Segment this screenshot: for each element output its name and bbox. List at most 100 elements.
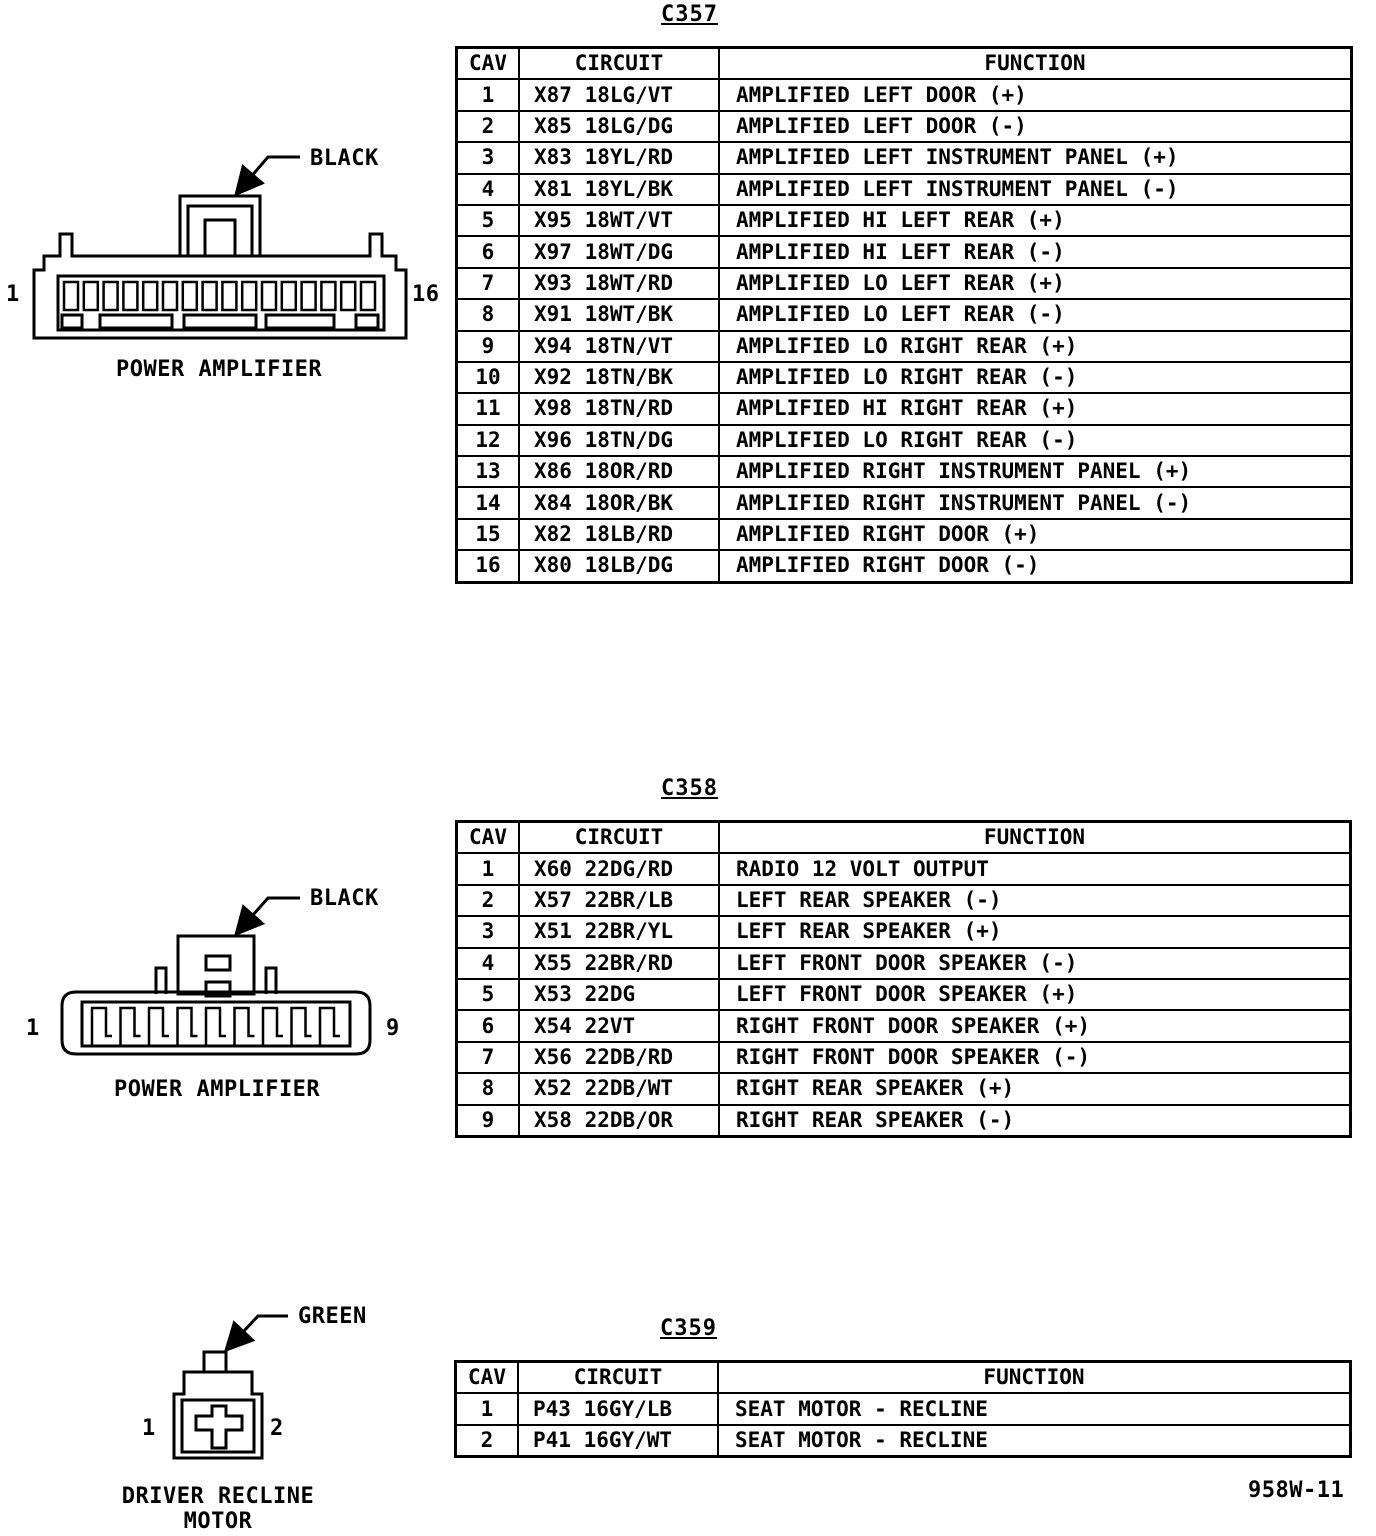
- cell-cav: 8: [455, 298, 520, 332]
- cell-cav: 8: [455, 1072, 520, 1106]
- table-header-row: CAV CIRCUIT FUNCTION: [455, 46, 1353, 81]
- cell-circuit: X80 18LB/DG: [518, 549, 720, 584]
- c357-title: C357: [661, 2, 718, 27]
- cell-circuit: X52 22DB/WT: [518, 1072, 720, 1106]
- cell-cav: 4: [455, 172, 520, 206]
- function-header: FUNCTION: [718, 820, 1352, 855]
- cell-circuit: X87 18LG/VT: [518, 78, 720, 112]
- cell-cav: 1: [454, 1392, 519, 1426]
- cell-cav: 6: [455, 235, 520, 269]
- pin-cavity: [320, 280, 337, 312]
- cell-circuit: X92 18TN/BK: [518, 360, 720, 395]
- cell-function: RIGHT REAR SPEAKER (+): [718, 1072, 1352, 1106]
- cell-function: AMPLIFIED LO LEFT REAR (-): [718, 298, 1353, 332]
- cell-function: LEFT REAR SPEAKER (+): [718, 915, 1352, 949]
- cell-circuit: P41 16GY/WT: [517, 1423, 719, 1458]
- cell-cav: 2: [454, 1423, 519, 1458]
- cell-circuit: X57 22BR/LB: [518, 883, 720, 918]
- pin-cavity: [122, 280, 139, 312]
- c358-connector-icon: [60, 896, 372, 1056]
- cell-circuit: X96 18TN/DG: [518, 423, 720, 458]
- c359-color-label: GREEN: [298, 1304, 367, 1329]
- pin-cavity: [260, 280, 278, 312]
- cav-header: CAV: [455, 820, 520, 855]
- cell-function: AMPLIFIED RIGHT INSTRUMENT PANEL (-): [718, 486, 1353, 520]
- cell-circuit: X85 18LG/DG: [518, 109, 720, 144]
- cell-function: AMPLIFIED LO RIGHT REAR (-): [718, 360, 1353, 395]
- cell-function: SEAT MOTOR - RECLINE: [717, 1423, 1352, 1458]
- pin-cavity: [204, 1006, 226, 1046]
- c358-color-label: BLACK: [310, 886, 379, 911]
- cell-function: AMPLIFIED HI RIGHT REAR (+): [718, 392, 1353, 426]
- cell-cav: 16: [455, 549, 520, 584]
- pin-cavity: [62, 280, 80, 312]
- cell-circuit: X97 18WT/DG: [518, 235, 720, 269]
- pin-cavity: [201, 280, 218, 312]
- pin-cavity: [161, 280, 179, 312]
- pin-cavity: [318, 1006, 340, 1046]
- cell-circuit: X93 18WT/RD: [518, 266, 720, 301]
- cell-circuit: X54 22VT: [518, 1009, 720, 1043]
- pin-cavity: [141, 280, 159, 312]
- figure-id: 958W-11: [1248, 1478, 1345, 1503]
- cell-cav: 2: [455, 109, 520, 144]
- cell-function: AMPLIFIED RIGHT DOOR (-): [718, 549, 1353, 584]
- pin-cavity: [82, 280, 100, 312]
- c358-title: C358: [661, 776, 718, 801]
- function-header: FUNCTION: [717, 1360, 1352, 1395]
- c358-pin-last-label: 9: [386, 1016, 400, 1041]
- cell-cav: 1: [455, 852, 520, 886]
- cell-function: AMPLIFIED LEFT DOOR (-): [718, 109, 1353, 144]
- cell-function: AMPLIFIED LEFT INSTRUMENT PANEL (+): [718, 141, 1353, 175]
- cell-circuit: X98 18TN/RD: [518, 392, 720, 426]
- cell-cav: 12: [455, 423, 520, 458]
- cell-cav: 14: [455, 486, 520, 520]
- cell-cav: 9: [455, 329, 520, 363]
- c359-title: C359: [660, 1316, 717, 1341]
- cell-function: AMPLIFIED RIGHT INSTRUMENT PANEL (+): [718, 455, 1353, 489]
- c359-connector-icon: [172, 1314, 288, 1460]
- cell-function: LEFT REAR SPEAKER (-): [718, 883, 1352, 918]
- cell-function: AMPLIFIED LEFT INSTRUMENT PANEL (-): [718, 172, 1353, 206]
- cell-cav: 7: [455, 1040, 520, 1075]
- cell-function: LEFT FRONT DOOR SPEAKER (-): [718, 946, 1352, 980]
- pin-cavity: [147, 1006, 169, 1046]
- cell-function: SEAT MOTOR - RECLINE: [717, 1392, 1352, 1426]
- cell-cav: 1: [455, 78, 520, 112]
- cell-function: AMPLIFIED LO RIGHT REAR (-): [718, 423, 1353, 458]
- c359-pin-last-label: 2: [270, 1416, 284, 1441]
- c357-color-label: BLACK: [310, 146, 379, 171]
- table-header-row: CAV CIRCUIT FUNCTION: [455, 820, 1352, 855]
- table-header-row: CAV CIRCUIT FUNCTION: [454, 1360, 1352, 1395]
- pin-cavity: [119, 1006, 141, 1046]
- cell-circuit: X58 22DB/OR: [518, 1103, 720, 1138]
- pin-cavity: [359, 280, 377, 312]
- cell-circuit: X56 22DB/RD: [518, 1040, 720, 1075]
- cell-cav: 4: [455, 946, 520, 980]
- cell-circuit: X55 22BR/RD: [518, 946, 720, 980]
- cell-circuit: X82 18LB/RD: [518, 517, 720, 552]
- cell-circuit: X86 18OR/RD: [518, 455, 720, 489]
